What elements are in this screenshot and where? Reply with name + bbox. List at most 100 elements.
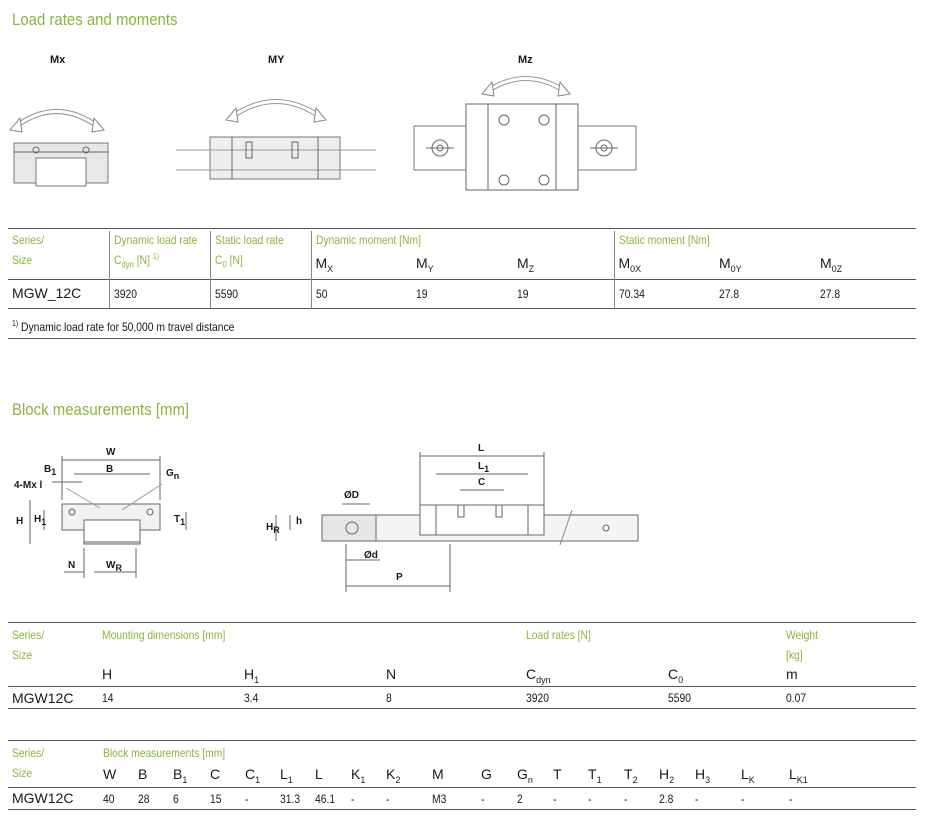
dim-D: ØD xyxy=(344,490,359,501)
dim-P: P xyxy=(396,572,403,583)
block-cell: 40 xyxy=(103,792,115,806)
block-col-header: K2 xyxy=(386,766,401,785)
dim-H1: H1 xyxy=(34,514,47,527)
block-cell: 2 xyxy=(517,792,523,806)
mount-series-label: Series/ xyxy=(12,628,45,642)
mount-row-size: MGW12C xyxy=(12,689,74,706)
my-diagram xyxy=(176,99,376,180)
mount-h1-header: H1 xyxy=(244,666,260,685)
mount-h-header: H xyxy=(102,666,113,682)
mount-row-h: 14 xyxy=(102,690,114,705)
block-cell: M3 xyxy=(432,792,447,806)
block-col-header: K1 xyxy=(351,766,366,785)
block-cell: - xyxy=(481,792,485,806)
block-col-header: B1 xyxy=(173,766,188,785)
block-cell: - xyxy=(789,792,793,806)
dim-L: L xyxy=(478,443,485,454)
cdyn-header: Cdyn [N] 1) xyxy=(108,251,210,279)
block-col-header: G xyxy=(481,766,492,782)
block-diagrams xyxy=(29,452,639,592)
block-cell: - xyxy=(245,792,249,806)
block-col-header: H2 xyxy=(659,766,675,785)
block-col-header: L1 xyxy=(280,766,293,785)
block-cell: - xyxy=(695,792,699,806)
mount-size-label: Size xyxy=(12,648,33,662)
dim-HR: HR xyxy=(266,522,280,535)
dim-N: N xyxy=(68,560,76,571)
block-col-header: T1 xyxy=(588,766,602,785)
dim-mxl: 4-Mx l xyxy=(14,480,43,491)
mz-header: MZ xyxy=(517,255,535,274)
mount-n-header: N xyxy=(386,666,397,682)
static-load-label: Static load rate xyxy=(209,231,311,251)
my-label: MY xyxy=(268,54,285,66)
block-col-header: T2 xyxy=(624,766,638,785)
block-table-top-rule xyxy=(8,740,916,741)
mount-row-c0: 5590 xyxy=(668,690,691,705)
load-table: Series/ Dynamic load rate Static load ra… xyxy=(8,231,917,309)
block-cell: 15 xyxy=(210,792,222,806)
dim-WR: WR xyxy=(106,560,122,573)
mount-dim-label: Mounting dimensions [mm] xyxy=(102,628,226,642)
row-my: 19 xyxy=(416,286,428,301)
block-cell: 6 xyxy=(173,792,179,806)
block-cell: - xyxy=(588,792,592,806)
mount-m-header: m xyxy=(786,666,798,682)
mount-weight-label: Weight xyxy=(786,628,818,642)
c0-header: C0 [N] xyxy=(209,251,311,279)
static-moment-label: Static moment [Nm] xyxy=(613,231,917,251)
mount-weight-unit: [kg] xyxy=(786,648,803,662)
row-m0y: 27.8 xyxy=(719,286,740,301)
block-row-top-rule xyxy=(8,787,916,788)
dim-C: C xyxy=(478,477,486,488)
dim-H: H xyxy=(16,516,24,527)
block-cell: - xyxy=(741,792,745,806)
front-view-diagram xyxy=(29,456,187,578)
dim-W: W xyxy=(106,447,116,458)
block-col-header: C xyxy=(210,766,221,782)
dim-d: Ød xyxy=(364,550,378,561)
block-size-label: Size xyxy=(12,766,33,780)
m0z-header: M0Z xyxy=(820,255,843,274)
size-label: Size xyxy=(12,253,33,267)
block-row-bottom-rule xyxy=(8,809,916,810)
block-cell: 28 xyxy=(138,792,150,806)
dyn-moment-label: Dynamic moment [Nm] xyxy=(310,231,614,251)
block-col-header: L xyxy=(315,766,323,782)
block-cell: 31.3 xyxy=(280,792,301,806)
row-size: MGW_12C xyxy=(12,284,82,301)
block-col-header: C1 xyxy=(245,766,261,785)
my-header: MY xyxy=(416,255,434,274)
block-col-header: M xyxy=(432,766,444,782)
block-col-header: W xyxy=(103,766,117,782)
row-m0x: 70.34 xyxy=(613,279,715,308)
section-title-load-rates: Load rates and moments xyxy=(12,10,178,29)
footnote: 1) Dynamic load rate for 50,000 m travel… xyxy=(12,319,235,334)
mx-label: Mx xyxy=(50,54,66,66)
dim-L1: L1 xyxy=(478,461,490,474)
block-series-label: Series/ xyxy=(12,746,45,760)
mount-row-h1: 3.4 xyxy=(244,690,259,705)
block-col-header: H3 xyxy=(695,766,711,785)
block-cell: - xyxy=(624,792,628,806)
row-mx: 50 xyxy=(310,279,412,308)
block-col-header: LK xyxy=(741,766,755,785)
footnote-rule xyxy=(8,338,916,339)
mx-diagram xyxy=(9,109,109,187)
moment-diagrams xyxy=(9,76,637,191)
block-cell: - xyxy=(553,792,557,806)
mz-diagram xyxy=(413,76,637,191)
block-cell: - xyxy=(351,792,355,806)
mount-row-m: 0.07 xyxy=(786,690,807,705)
m0x-header: M0X xyxy=(613,251,715,279)
mount-table-top-rule xyxy=(8,622,916,623)
series-label: Series/ xyxy=(12,233,45,247)
dim-T1: T1 xyxy=(174,514,186,527)
block-col-header: LK1 xyxy=(789,766,808,785)
block-col-header: B xyxy=(138,766,148,782)
block-row-size: MGW12C xyxy=(12,790,74,806)
mount-cdyn-header: Cdyn xyxy=(526,666,551,685)
section-title-block-measurements: Block measurements [mm] xyxy=(12,400,190,419)
mount-row-cdyn: 3920 xyxy=(526,690,549,705)
mount-c0-header: C0 xyxy=(668,666,684,685)
